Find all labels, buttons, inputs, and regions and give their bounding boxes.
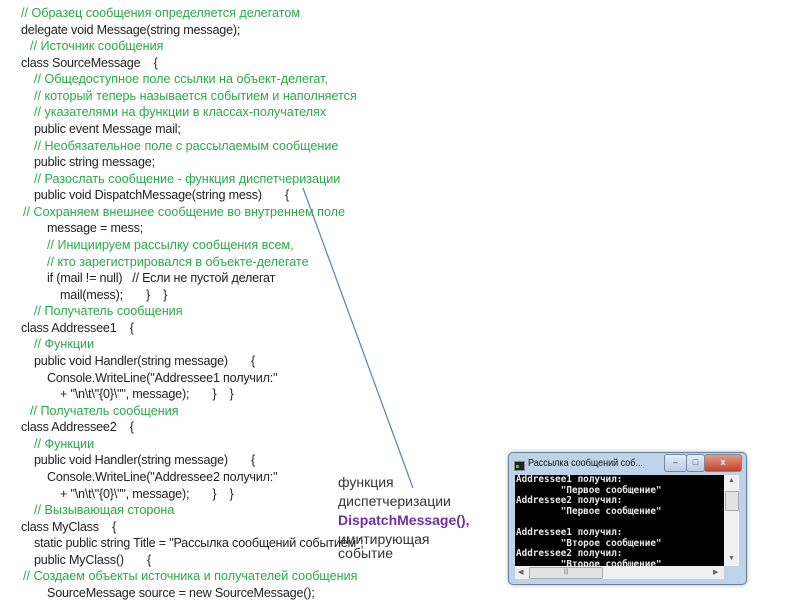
code-comment-line: // Функции [34, 436, 95, 451]
code-line: + "\n\t\"{0}\"", message); } } [60, 387, 234, 402]
code-comment-line: // кто зарегистрировался в объекте-делег… [47, 254, 309, 269]
arrow-line [302, 187, 414, 489]
code-comment-line: // Общедоступное поле ссылки на объект-д… [34, 72, 328, 87]
code-comment-line: // указателями на функции в классах-полу… [34, 105, 327, 120]
code-line: public event Message mail; [34, 121, 181, 136]
code-comment-line: // Получатель сообщения [34, 304, 183, 319]
code-line: SourceMessage source = new SourceMessage… [47, 585, 315, 600]
annotation-text-5: событие [338, 545, 394, 561]
code-line: if (mail != null) // Если не пустой деле… [47, 271, 276, 286]
console-output-line: Addressee2 получил: [516, 495, 623, 507]
console-output-line: Addressee1 получил: [516, 526, 623, 538]
code-line: public void Handler(string message) { [34, 453, 255, 468]
annotation-text-2: диспетчеризации [338, 493, 451, 509]
annotation-text-4: имитирующая [338, 531, 430, 547]
window-title: Рассылка сообщений соб... [528, 458, 643, 469]
code-line: class Addressee1 { [21, 320, 134, 335]
code-line: Console.WriteLine("Addressee1 получил:" [47, 370, 278, 385]
console-output-line: "Второе сообщение" [516, 558, 662, 566]
console-output-line: "Первое сообщение" [516, 505, 662, 517]
console-output-line: Addressee1 получил: [516, 475, 623, 485]
code-comment-line: // Инициируем рассылку сообщения всем, [47, 237, 294, 252]
code-comment-line: // Вызывающая сторона [34, 503, 175, 518]
annotation-text-1: функция [338, 474, 394, 490]
code-comment-line: // Источник сообщения [30, 39, 164, 54]
console-output: Addressee1 получил: "Первое сообщение"Ad… [515, 475, 724, 566]
close-button[interactable]: x [704, 454, 742, 472]
code-line: mail(mess); } } [60, 287, 168, 302]
code-line: Console.WriteLine("Addressee2 получил:" [47, 469, 278, 484]
code-comment-line: // Получатель сообщения [30, 403, 179, 418]
scroll-left-icon[interactable]: ◀ [518, 569, 524, 576]
minimize-button[interactable]: – [664, 454, 687, 472]
vertical-scrollbar[interactable]: ▲ ▼ [724, 475, 739, 566]
code-comment-line: // Функции [34, 337, 95, 352]
horizontal-scrollbar[interactable]: ◀ ||| ▶ [515, 566, 724, 579]
code-line: class MyClass { [21, 519, 117, 534]
code-comment-line: // Разослать сообщение - функция диспетч… [34, 171, 341, 186]
annotation-function-name: DispatchMessage(), [338, 512, 470, 528]
console-output-line: "Второе сообщение" [516, 537, 662, 549]
code-line: public MyClass() { [34, 552, 151, 567]
maximize-button[interactable]: □ [686, 454, 705, 472]
code-comment-line: // Создаем объекты источника и получател… [23, 569, 358, 584]
console-app-icon [514, 461, 525, 471]
code-line: class Addressee2 { [21, 420, 134, 435]
scroll-down-icon[interactable]: ▼ [728, 555, 735, 562]
code-comment-line: // Сохраняем внешнее сообщение во внутре… [23, 204, 346, 219]
code-comment-line: // который теперь называется событием и … [34, 88, 357, 103]
code-line: class SourceMessage { [21, 55, 158, 70]
scroll-up-icon[interactable]: ▲ [728, 477, 735, 484]
code-line: delegate void Message(string message); [21, 22, 241, 37]
code-line: static public string Title = "Рассылка с… [34, 536, 364, 551]
code-comment-line: // Необязательное поле с рассылаемым соо… [34, 138, 339, 153]
annotation-text-3: DispatchMessage(), [338, 511, 469, 530]
horizontal-scroll-thumb[interactable]: ||| [529, 567, 603, 579]
console-output-line: Addressee2 получил: [516, 548, 623, 560]
scroll-right-icon[interactable]: ▶ [713, 569, 719, 576]
code-line: + "\n\t\"{0}\"", message); } } [60, 486, 234, 501]
console-window: Рассылка сообщений соб... – □ x Addresse… [508, 452, 747, 585]
code-line: public void DispatchMessage(string mess)… [34, 188, 289, 203]
code-comment-line: // Образец сообщения определяется делега… [21, 6, 301, 20]
code-line: public void Handler(string message) { [34, 353, 255, 368]
code-line: message = mess; [47, 221, 144, 236]
code-line: public string message; [34, 155, 155, 170]
console-output-line: "Первое сообщение" [516, 484, 662, 496]
vertical-scroll-thumb[interactable] [725, 491, 739, 511]
